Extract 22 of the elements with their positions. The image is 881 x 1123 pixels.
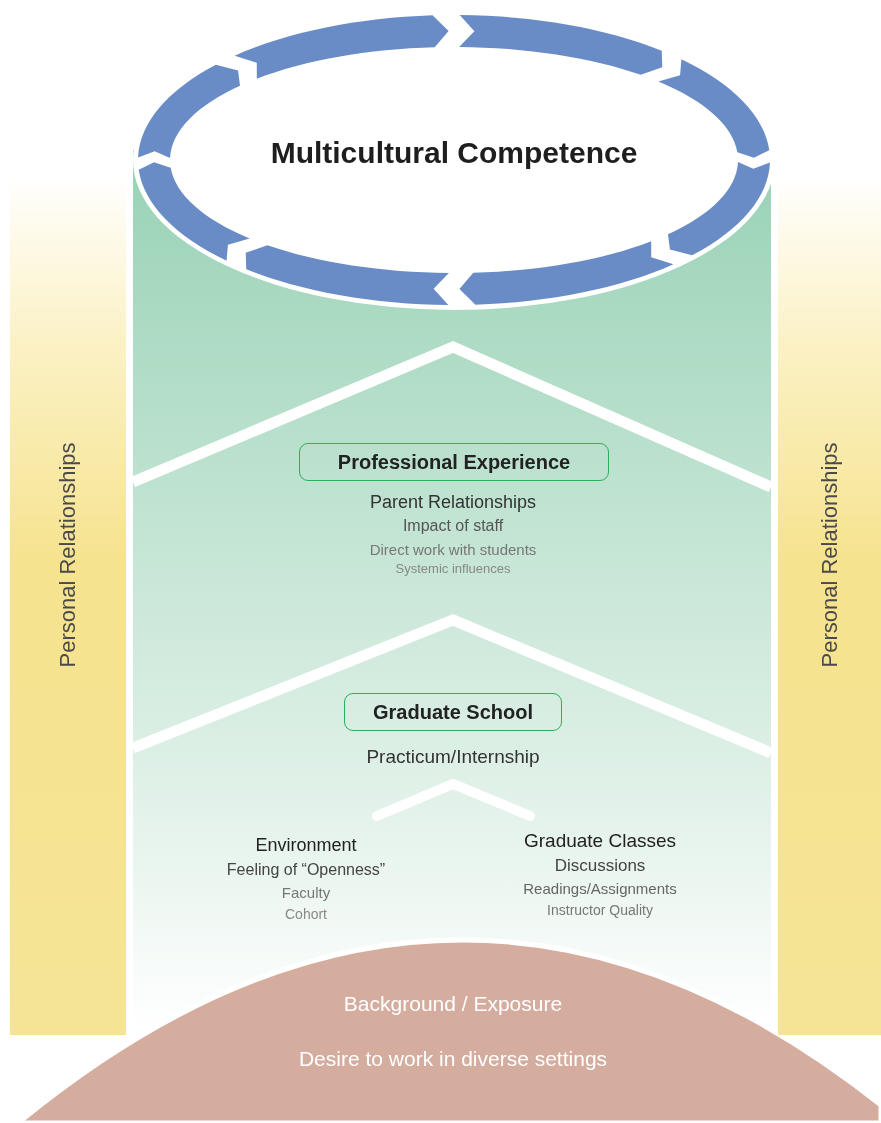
factor-text: Impact of staff bbox=[402, 517, 504, 536]
band-label: Personal Relationships bbox=[816, 442, 843, 668]
stage-heading: Graduate School bbox=[373, 701, 533, 724]
factor-text: Direct work with students bbox=[369, 541, 537, 559]
factor-text: Practicum/Internship bbox=[366, 746, 540, 768]
factor-text: Systemic influences bbox=[395, 562, 511, 577]
band-label: Personal Relationships bbox=[55, 442, 81, 668]
factor-text: Cohort bbox=[285, 906, 327, 923]
factor-text: Readings/Assignments bbox=[523, 880, 677, 898]
factor-heading: Graduate Classes bbox=[523, 830, 677, 852]
title-text: Multicultural Competence bbox=[270, 136, 638, 171]
stage-label-box bbox=[299, 443, 609, 481]
factor-text: Feeling of “Openness” bbox=[226, 861, 386, 880]
stage-label-box bbox=[344, 693, 562, 731]
factor-text: Discussions bbox=[554, 856, 646, 876]
foundation-text: Desire to work in diverse settings bbox=[298, 1047, 608, 1072]
foundation-text: Background / Exposure bbox=[343, 992, 563, 1017]
factor-text: Faculty bbox=[281, 884, 331, 902]
factor-text: Instructor Quality bbox=[547, 902, 653, 919]
factor-heading: Environment bbox=[255, 835, 357, 856]
stage-heading: Professional Experience bbox=[337, 451, 571, 474]
factor-text: Parent Relationships bbox=[369, 492, 537, 513]
